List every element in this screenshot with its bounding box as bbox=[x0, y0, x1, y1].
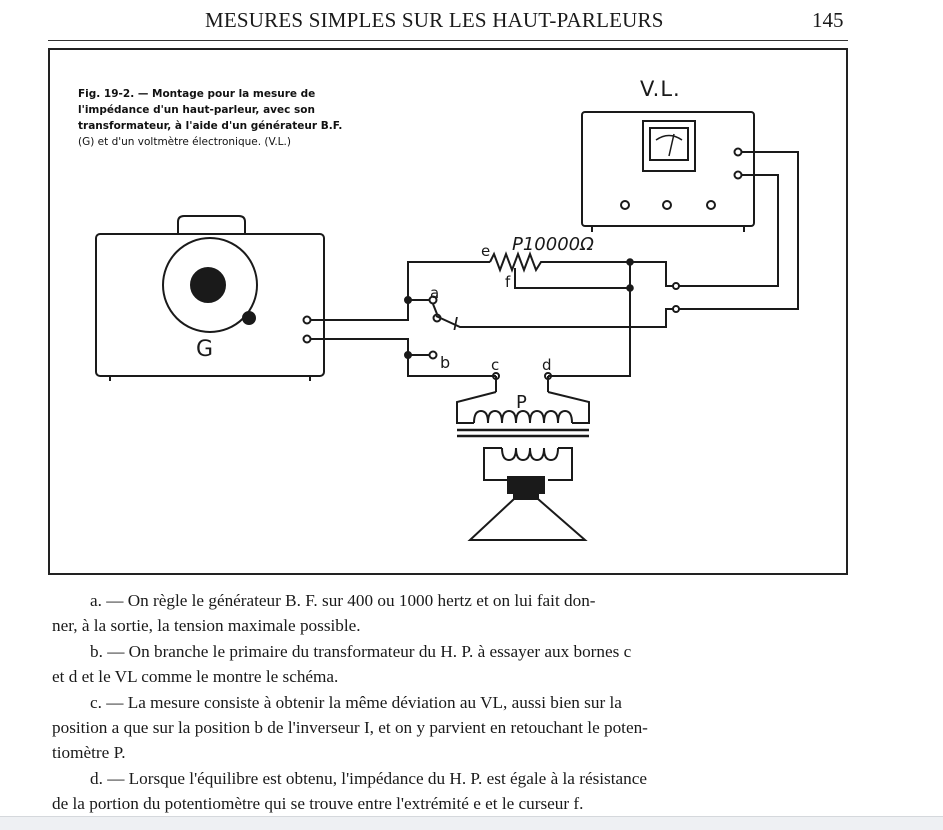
terminal-b-label: b bbox=[440, 353, 450, 372]
body-text: a. — On règle le générateur B. F. sur 40… bbox=[52, 588, 852, 817]
switch-label: I bbox=[453, 314, 458, 335]
paragraph-d: d. — Lorsque l'équilibre est obtenu, l'i… bbox=[52, 766, 852, 816]
text-line: a. — On règle le générateur B. F. sur 40… bbox=[90, 591, 596, 610]
switch-contact-a bbox=[428, 295, 438, 305]
knob bbox=[706, 200, 716, 210]
terminal-c-label: c bbox=[491, 356, 499, 374]
figure-caption: Fig. 19-2. — Montage pour la mesure de l… bbox=[78, 86, 456, 150]
transformer-primary-coil-icon bbox=[473, 409, 573, 424]
text-line: de la portion du potentiomètre qui se tr… bbox=[52, 794, 584, 813]
terminal-a-label: a bbox=[430, 284, 439, 302]
knob bbox=[620, 200, 630, 210]
vl-terminal-2 bbox=[733, 170, 743, 180]
paragraph-a: a. — On règle le générateur B. F. sur 40… bbox=[52, 588, 852, 638]
voltmeter-label: V.L. bbox=[640, 77, 681, 101]
text-line: b. — On branche le primaire du transform… bbox=[90, 642, 632, 661]
text-line: ner, à la sortie, la tension maximale po… bbox=[52, 616, 361, 635]
generator-terminal-1 bbox=[302, 315, 312, 325]
switch-contact-b bbox=[428, 350, 438, 360]
caption-line: (G) et d'un voltmètre électronique. (V.L… bbox=[78, 136, 291, 148]
paragraph-c: c. — La mesure consiste à obtenir la mêm… bbox=[52, 690, 852, 765]
figure-frame bbox=[48, 48, 848, 575]
terminal-d-label: d bbox=[542, 356, 552, 374]
junction-dot bbox=[404, 296, 412, 304]
terminal-f-label: f bbox=[505, 273, 511, 291]
text-line: d. — Lorsque l'équilibre est obtenu, l'i… bbox=[90, 769, 647, 788]
vl-terminal-1 bbox=[733, 147, 743, 157]
transformer-secondary-coil-icon bbox=[501, 447, 559, 462]
generator-terminal-2 bbox=[302, 334, 312, 344]
potentiometer-icon bbox=[489, 251, 545, 273]
text-line: c. — La mesure consiste à obtenir la mêm… bbox=[90, 693, 622, 712]
switch-blade bbox=[432, 303, 438, 315]
generator-knob-icon bbox=[190, 267, 226, 303]
voltmeter-box bbox=[581, 111, 755, 232]
junction-dot bbox=[404, 351, 412, 359]
page-number: 145 bbox=[812, 8, 844, 32]
text-line: position a que sur la position b de l'in… bbox=[52, 718, 648, 737]
terminal-d bbox=[544, 372, 552, 380]
junction-dot bbox=[626, 258, 634, 266]
generator-button bbox=[242, 311, 256, 325]
paragraph-b: b. — On branche le primaire du transform… bbox=[52, 639, 852, 689]
knob bbox=[662, 200, 672, 210]
text-line: tiomètre P. bbox=[52, 743, 126, 762]
meter-dial-icon bbox=[642, 120, 696, 172]
viewer-bottom-bar bbox=[0, 816, 943, 830]
terminal-dot bbox=[672, 305, 680, 313]
caption-line: Fig. 19-2. — Montage pour la mesure de bbox=[78, 88, 316, 100]
transformer-core-icon bbox=[457, 428, 589, 438]
running-title: MESURES SIMPLES SUR LES HAUT-PARLEURS bbox=[205, 8, 664, 32]
junction-dot bbox=[626, 284, 634, 292]
transformer-label: P bbox=[516, 392, 527, 413]
generator-dial-icon bbox=[162, 237, 258, 333]
loudspeaker-icon bbox=[467, 476, 588, 541]
potentiometer-label: P10000Ω bbox=[512, 234, 594, 255]
header-rule bbox=[48, 40, 848, 41]
caption-line: l'impédance d'un haut-parleur, avec son bbox=[78, 104, 315, 116]
generator-box bbox=[95, 215, 325, 381]
generator-label: G bbox=[196, 337, 213, 362]
circuit-wires bbox=[311, 151, 799, 424]
switch-pivot bbox=[432, 313, 442, 323]
text-line: et d et le VL comme le montre le schéma. bbox=[52, 667, 339, 686]
terminal-e-label: e bbox=[481, 242, 490, 260]
secondary-wires bbox=[483, 447, 573, 481]
terminal-dot bbox=[672, 282, 680, 290]
caption-line: transformateur, à l'aide d'un générateur… bbox=[78, 120, 343, 132]
terminal-c bbox=[492, 372, 500, 380]
